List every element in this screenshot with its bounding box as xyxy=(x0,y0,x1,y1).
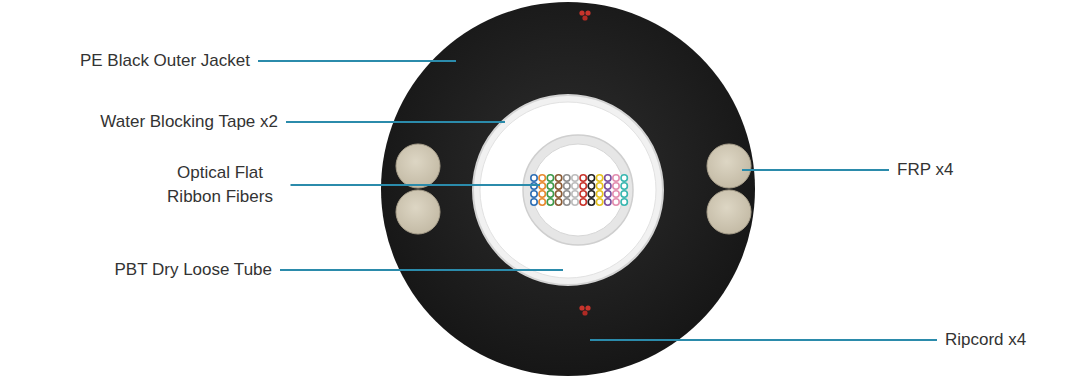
part-label: Ripcord x4 xyxy=(945,328,1026,352)
leader-line xyxy=(742,169,889,171)
leader-lines xyxy=(258,61,937,340)
leader-line xyxy=(258,60,456,62)
leader-line xyxy=(291,184,541,186)
part-label: FRP x4 xyxy=(897,158,953,182)
outer-jacket xyxy=(381,2,755,376)
part-label: PBT Dry Loose Tube xyxy=(115,258,273,282)
ripcords xyxy=(579,10,590,315)
loose-tube xyxy=(523,135,633,245)
ribbon-fibers xyxy=(531,175,628,205)
water-blocking-tape xyxy=(473,95,663,285)
part-label: Optical Flat Ribbon Fibers xyxy=(158,161,283,209)
leader-line xyxy=(286,121,505,123)
loose-tube-bore xyxy=(532,144,624,236)
part-label: Water Blocking Tape x2 xyxy=(100,110,278,134)
leader-line xyxy=(590,339,937,341)
leader-line xyxy=(280,269,563,271)
tape-inner xyxy=(480,102,656,278)
part-label: PE Black Outer Jacket xyxy=(80,49,250,73)
